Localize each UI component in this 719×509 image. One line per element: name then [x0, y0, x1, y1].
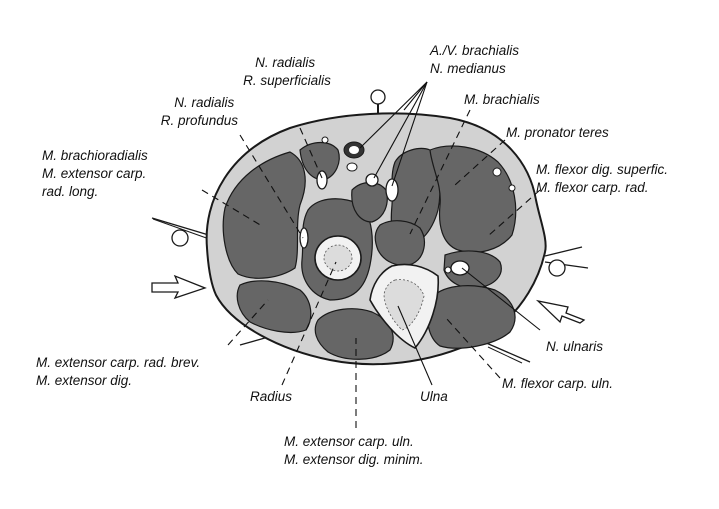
muscle-group [222, 141, 517, 360]
muscle-brachialis [374, 220, 426, 266]
label-m-flexor-dig-superfic: M. flexor dig. superfic. M. flexor carp.… [536, 162, 672, 195]
bones [314, 235, 440, 349]
nerve-ulnaris [450, 260, 470, 276]
vessels-nerves [299, 136, 516, 276]
pin-bottom-right [483, 341, 531, 364]
muscle-top-small [299, 141, 340, 181]
label-n-radialis-profundus: N. radialis R. profundus [161, 95, 239, 128]
ulna-marrow [383, 279, 425, 331]
label-n-ulnaris: N. ulnaris [546, 339, 603, 354]
label-m-brachioradialis: M. brachioradialis M. extensor carp. rad… [42, 148, 152, 199]
muscle-flexor-dig-profundus [443, 250, 502, 289]
muscle-flexor-carp-uln [426, 285, 516, 349]
label-n-radialis-superficialis: N. radialis R. superficialis [243, 55, 331, 88]
label-m-extensor-carp-rad-brev: M. extensor carp. rad. brev. M. extensor… [36, 355, 204, 388]
label-ulna: Ulna [420, 389, 448, 404]
nerve-medianus [365, 173, 379, 187]
label-m-pronator-teres: M. pronator teres [506, 125, 609, 140]
label-m-flexor-carp-uln: M. flexor carp. uln. [502, 376, 613, 391]
arrow-left [151, 274, 207, 300]
nerve-brachialis-2 [385, 178, 399, 202]
pin-left [151, 217, 213, 247]
label-a-v-brachialis-n-medianus: A./V. brachialis N. medianus [429, 43, 523, 76]
radius-marrow [323, 244, 353, 272]
label-m-extensor-carp-uln: M. extensor carp. uln. M. extensor dig. … [284, 434, 424, 467]
vessel-small-1 [346, 162, 358, 172]
pin-right [544, 246, 589, 277]
arrow-right [535, 299, 586, 324]
leader-lines [201, 81, 541, 428]
label-radius: Radius [250, 389, 292, 404]
nerve-radialis-superficialis [316, 170, 328, 190]
nerve-radialis-profundus [299, 227, 309, 249]
label-m-brachialis: M. brachialis [464, 92, 540, 107]
labels: N. radialis R. superficialis A./V. brach… [36, 43, 672, 467]
muscle-extensor-carp-uln [314, 308, 394, 360]
